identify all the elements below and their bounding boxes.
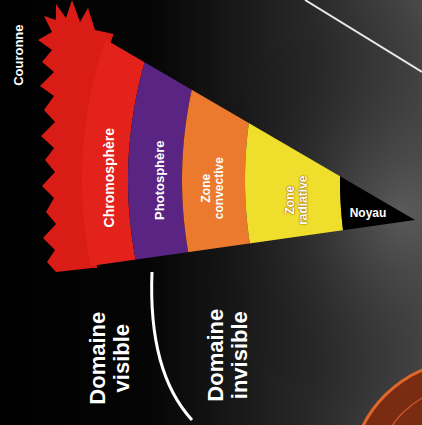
layer-band-shape	[340, 0, 422, 300]
layer-band-shape	[245, 0, 388, 300]
region-label: Domaine invisible	[204, 309, 252, 402]
region-label-box: Domaine invisible	[202, 307, 254, 404]
divider-curve	[152, 272, 192, 420]
layer-label: Chromosphère	[102, 128, 117, 228]
sun-disc	[350, 360, 422, 425]
guide-line	[305, 0, 422, 72]
layer-band: Zone convective	[198, 155, 228, 221]
sun-ring	[375, 385, 422, 425]
layer-label: Couronne	[12, 24, 26, 85]
layer-band: Photosphère	[151, 138, 169, 221]
region-label-box: Domaine visible	[84, 310, 136, 407]
layer-band: Couronne	[10, 22, 28, 87]
region-label: Domaine visible	[86, 312, 134, 405]
layer-label: Noyau	[350, 207, 387, 220]
layer-label: Photosphère	[153, 140, 167, 219]
layer-band: Chromosphère	[100, 126, 119, 230]
layer-band: Noyau	[348, 205, 389, 222]
layer-band: Zone radiative	[283, 173, 313, 226]
layer-group	[82, 0, 422, 300]
layer-label: Zone convective	[200, 157, 226, 219]
layer-label: Zone radiative	[285, 175, 311, 224]
